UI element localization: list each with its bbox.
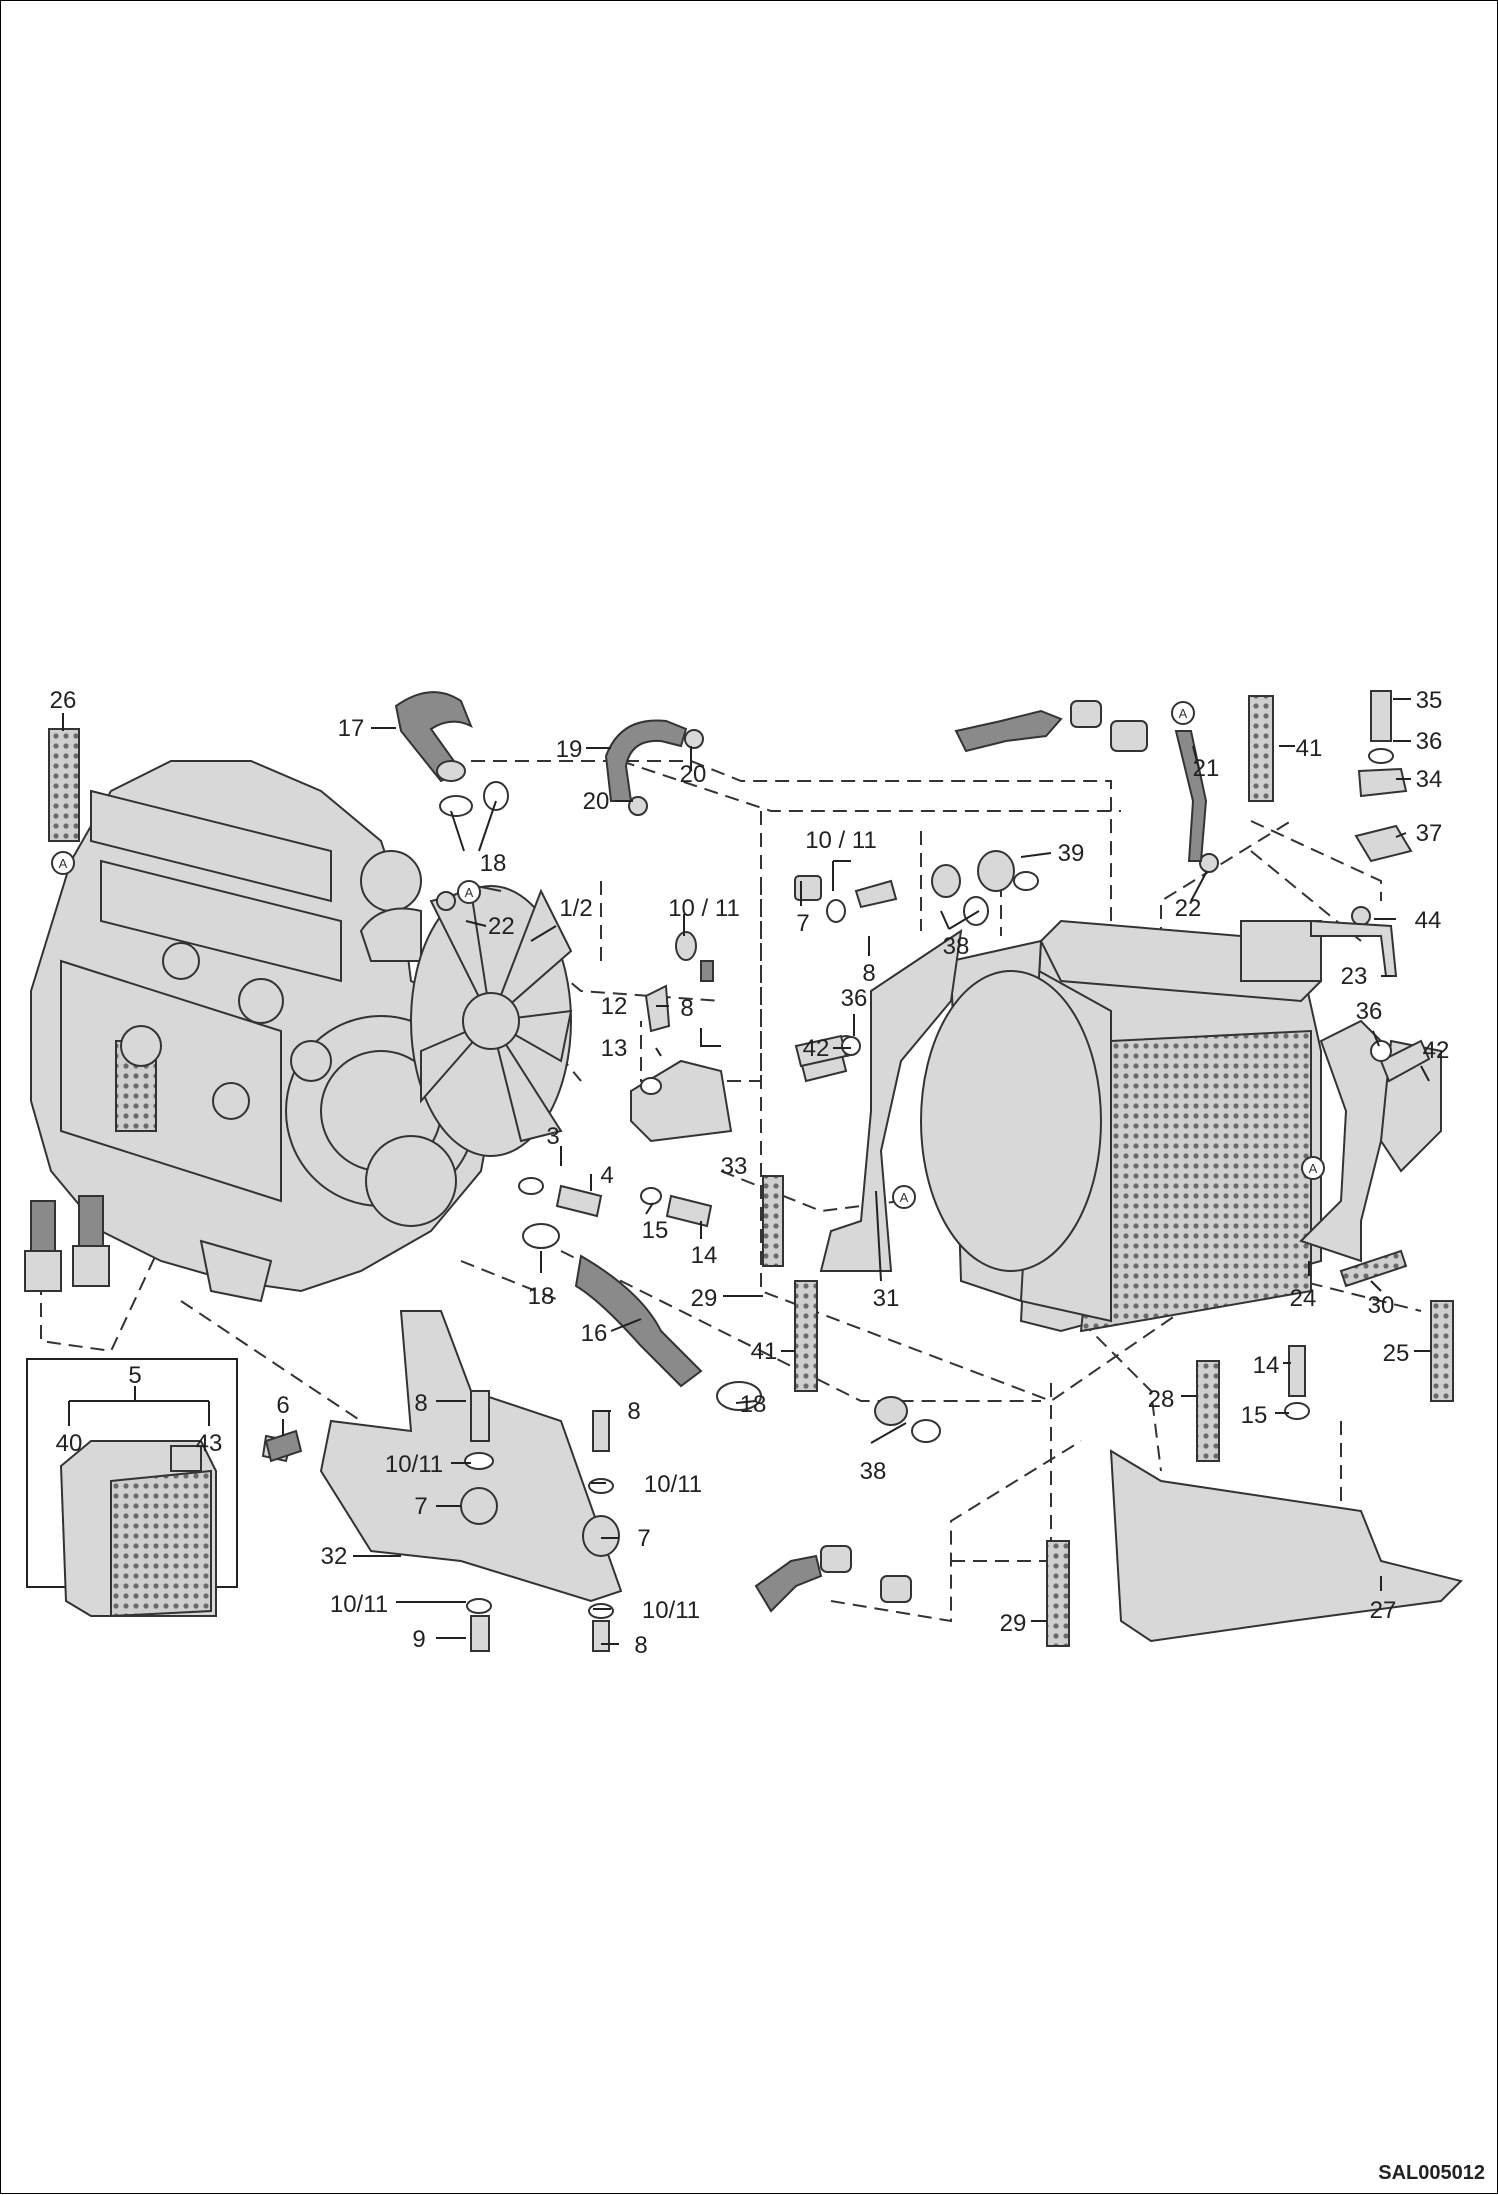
- callout-41: 41: [1296, 735, 1323, 762]
- callout-22: 22: [488, 913, 515, 940]
- callout-4: 4: [600, 1162, 613, 1189]
- callout-29: 29: [1000, 1610, 1027, 1637]
- callout-37: 37: [1416, 820, 1443, 847]
- callout-10-11: 10/11: [385, 1451, 443, 1478]
- callout-38: 38: [943, 933, 970, 960]
- callout-8: 8: [634, 1632, 647, 1659]
- callout-10-11: 10/11: [330, 1591, 388, 1618]
- callout-22: 22: [1175, 895, 1202, 922]
- reference-marker-a: A: [892, 1185, 916, 1209]
- ref-label: A: [59, 856, 68, 871]
- callout-17: 17: [338, 715, 365, 742]
- svg-text:A: A: [900, 1190, 909, 1205]
- callout-28: 28: [1148, 1386, 1175, 1413]
- callout-21: 21: [1193, 755, 1220, 782]
- callout-19: 19: [556, 736, 583, 763]
- bottom-cover: [1109, 1449, 1463, 1643]
- callout-31: 31: [873, 1285, 900, 1312]
- callout-7: 7: [637, 1525, 650, 1552]
- callout-34: 34: [1416, 766, 1443, 793]
- leader-lines: [62, 698, 1431, 1645]
- callout-8: 8: [680, 995, 693, 1022]
- callout-1-2: 1/2: [559, 895, 592, 922]
- callout-36: 36: [1356, 998, 1383, 1025]
- callout-38: 38: [860, 1458, 887, 1485]
- callout-18: 18: [528, 1283, 555, 1310]
- callout-8: 8: [414, 1390, 427, 1417]
- callout-25: 25: [1383, 1340, 1410, 1367]
- shroud-panel-left: [819, 928, 963, 1272]
- fan-shroud: [920, 939, 1102, 1303]
- callout-6: 6: [276, 1392, 289, 1419]
- callout-27: 27: [1370, 1597, 1397, 1624]
- callout-32: 32: [321, 1543, 348, 1570]
- callout-18: 18: [740, 1391, 767, 1418]
- callout-9: 9: [412, 1626, 425, 1653]
- callout-26: 26: [50, 687, 77, 714]
- callout-41: 41: [751, 1338, 778, 1365]
- bracket: [630, 1059, 733, 1143]
- upper-hose: [394, 691, 473, 783]
- callout-8: 8: [862, 960, 875, 987]
- callout-15: 15: [1241, 1402, 1268, 1429]
- callout-labels: 26 17 18 19 20 20 22 1/2 10 / 11 8 12 13…: [50, 687, 1450, 1659]
- callout-20: 20: [583, 788, 610, 815]
- callout-8: 8: [627, 1398, 640, 1425]
- callout-10-11: 10/11: [644, 1471, 702, 1498]
- callout-7: 7: [796, 910, 809, 937]
- svg-text:A: A: [1179, 706, 1188, 721]
- temperature-sensors: [24, 1195, 110, 1292]
- svg-text:A: A: [465, 885, 474, 900]
- callout-40: 40: [56, 1430, 83, 1457]
- oil-cooler: [59, 1440, 217, 1618]
- callout-15: 15: [642, 1217, 669, 1244]
- callout-36: 36: [841, 985, 868, 1012]
- callout-10-11: 10/11: [642, 1597, 700, 1624]
- foam-seal-strips: [48, 695, 1454, 1647]
- callout-7: 7: [414, 1493, 427, 1520]
- reference-marker-a: A: [51, 851, 75, 875]
- callout-42: 42: [803, 1035, 830, 1062]
- callout-10-11: 10 / 11: [668, 895, 740, 922]
- callout-18: 18: [480, 850, 507, 877]
- callout-14: 14: [1253, 1352, 1280, 1379]
- callout-13: 13: [601, 1035, 628, 1062]
- drawing-code: SAL005012: [1378, 2162, 1485, 2184]
- callout-24: 24: [1290, 1285, 1317, 1312]
- callout-36: 36: [1416, 728, 1443, 755]
- reference-marker-a: A: [457, 880, 481, 904]
- callout-43: 43: [196, 1430, 223, 1457]
- callout-16: 16: [581, 1320, 608, 1347]
- callout-30: 30: [1368, 1292, 1395, 1319]
- callout-5: 5: [128, 1362, 141, 1389]
- hose: [604, 719, 704, 816]
- callout-10-11: 10 / 11: [805, 827, 877, 854]
- callout-42: 42: [1423, 1037, 1450, 1064]
- reference-marker-a: A: [1171, 701, 1195, 725]
- callout-23: 23: [1341, 963, 1368, 990]
- hose-clamps: [439, 781, 509, 817]
- callout-33: 33: [721, 1153, 748, 1180]
- callout-44: 44: [1415, 907, 1442, 934]
- callout-20: 20: [680, 761, 707, 788]
- callout-35: 35: [1416, 687, 1443, 714]
- callout-39: 39: [1058, 840, 1085, 867]
- callout-3: 3: [546, 1123, 559, 1150]
- callout-14: 14: [691, 1242, 718, 1269]
- fan: [410, 885, 573, 1157]
- svg-text:A: A: [1309, 1161, 1318, 1176]
- reference-marker-a: A: [1301, 1156, 1325, 1180]
- callout-29: 29: [691, 1285, 718, 1312]
- callout-12: 12: [601, 993, 628, 1020]
